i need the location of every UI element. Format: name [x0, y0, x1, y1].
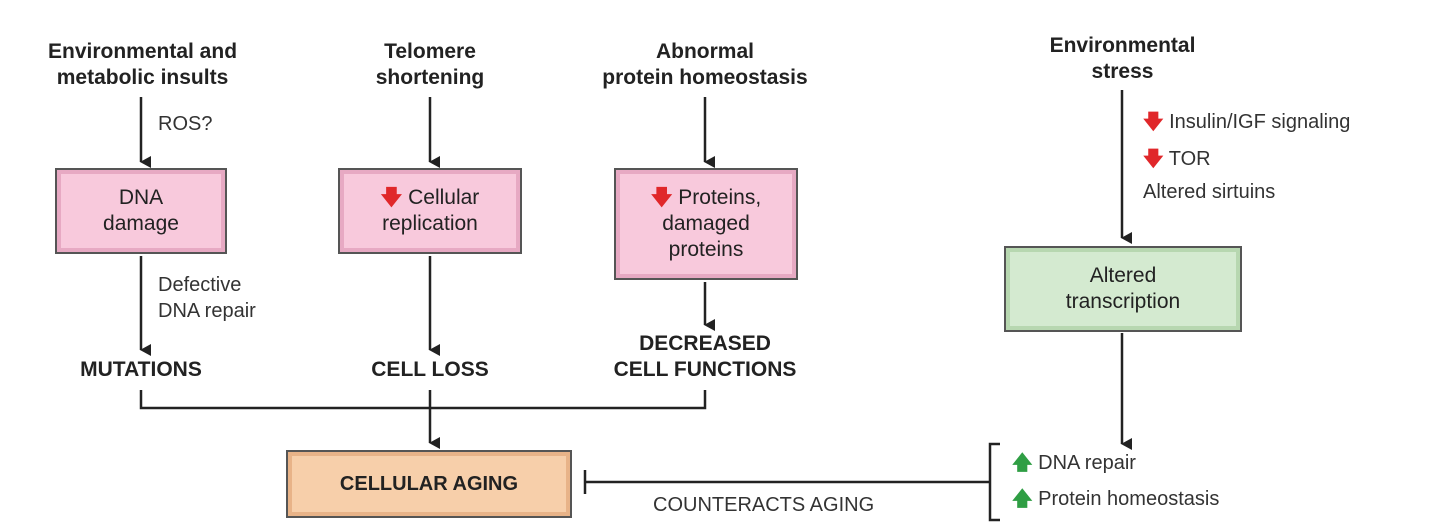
note-tor: 🡇 TOR	[1143, 148, 1211, 170]
down-arrow-icon: 🡇	[1143, 111, 1164, 133]
note-insulin: 🡇 Insulin/IGF signaling	[1143, 111, 1351, 133]
down-arrow-icon: 🡇	[380, 186, 403, 209]
box-cellular-replication: 🡇 Cellular replication	[338, 168, 522, 254]
outcome-bracket	[988, 442, 1000, 522]
merge-bracket	[139, 390, 707, 410]
outcome-mutations: MUTATIONS	[80, 358, 202, 381]
box-proteins: 🡇 Proteins, damaged proteins	[614, 168, 798, 280]
down-arrow-icon: 🡇	[1143, 148, 1164, 170]
up-arrow-icon: 🡅	[1012, 488, 1033, 510]
note-ros: ROS?	[158, 113, 213, 135]
box-cellular-aging: CELLULAR AGING	[286, 450, 572, 518]
note-sirtuins: Altered sirtuins	[1143, 181, 1276, 203]
outcome-cell-loss: CELL LOSS	[371, 358, 489, 381]
label-counteracts-aging: COUNTERACTS AGING	[653, 494, 875, 516]
outcome-protein-homeostasis: 🡅 Protein homeostasis	[1012, 488, 1220, 510]
outcome-dna-repair: 🡅 DNA repair	[1012, 452, 1136, 474]
down-arrow-icon: 🡇	[650, 186, 673, 209]
up-arrow-icon: 🡅	[1012, 452, 1033, 474]
